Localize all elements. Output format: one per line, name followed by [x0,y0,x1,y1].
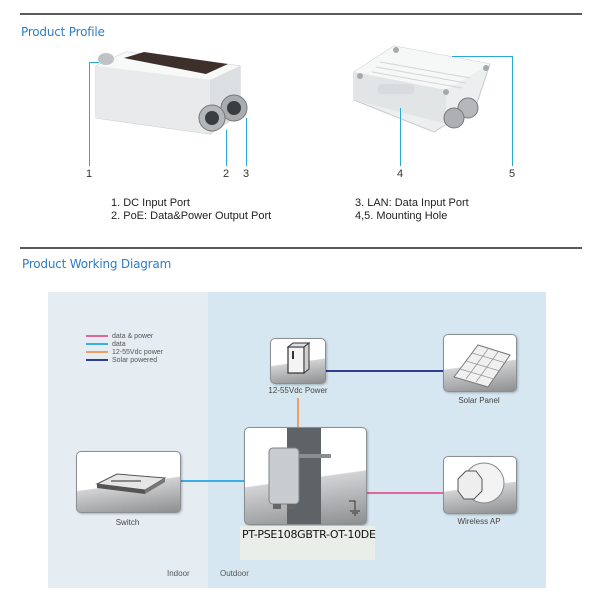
desc-poe-output: 2. PoE: Data&Power Output Port [111,210,272,222]
callout-4: 4 [397,168,404,180]
wire-dc-power [297,398,299,428]
wire-solar [326,370,444,372]
legend-swatch [86,335,108,337]
legend-swatch [86,351,108,353]
legend-item-solar: Solar powered [86,356,157,364]
legend-item-dc-power: 12-55Vdc power [86,348,163,356]
desc-dc-input: 1. DC Input Port [111,197,190,209]
legend-item-data-power: data & power [86,332,153,340]
callout-line-3 [246,118,247,166]
node-switch[interactable] [76,451,181,513]
node-device[interactable] [244,427,367,525]
node-power-supply[interactable] [270,338,326,384]
legend-label: 12-55Vdc power [112,348,163,356]
legend-swatch [86,343,108,345]
network-switch-icon [95,473,167,494]
node-wireless-ap[interactable] [443,456,517,514]
desc-mounting-hole: 4,5. Mounting Hole [355,210,448,222]
working-diagram-title: Product Working Diagram [22,257,172,271]
solar-panel-icon [453,344,511,388]
wire-data [180,480,244,482]
model-label-box [240,526,375,560]
legend-swatch [86,359,108,361]
callout-line-5 [512,56,513,166]
outdoor-poe-switch-icon [268,428,331,524]
callout-5: 5 [509,168,516,180]
callout-line-2 [226,130,227,166]
legend-label: data & power [112,332,154,340]
wire-data-power [365,492,443,494]
desc-lan-input: 3. LAN: Data Input Port [355,197,469,209]
zone-indoor-label: Indoor [167,569,190,578]
callout-line-4 [400,108,401,166]
node-ap-label: Wireless AP [457,517,501,526]
callout-2: 2 [223,168,230,180]
ground-symbol-icon [349,500,360,516]
node-solar-label: Solar Panel [458,396,500,405]
product-front-photo [95,51,248,135]
top-divider [20,13,582,15]
model-name: PT-PSE108GBTR-OT-10DE [242,528,376,541]
zone-outdoor-label: Outdoor [220,569,249,578]
callout-3: 3 [243,168,250,180]
product-rear-photo [353,45,491,133]
callout-line-1 [89,62,90,166]
node-switch-label: Switch [115,518,140,527]
legend-label: Solar powered [112,356,158,364]
node-power-label: 12-55Vdc Power [268,386,328,395]
legend-item-data: data [86,340,126,348]
middle-divider [20,247,582,249]
product-profile-title: Product Profile [21,25,105,39]
callout-1: 1 [86,168,93,180]
wireless-ap-icon [457,462,505,504]
power-supply-icon [286,341,311,375]
callout-line-1-h [89,62,99,63]
node-solar-panel[interactable] [443,334,517,392]
legend-label: data [112,340,126,348]
callout-line-5-h [452,56,512,57]
